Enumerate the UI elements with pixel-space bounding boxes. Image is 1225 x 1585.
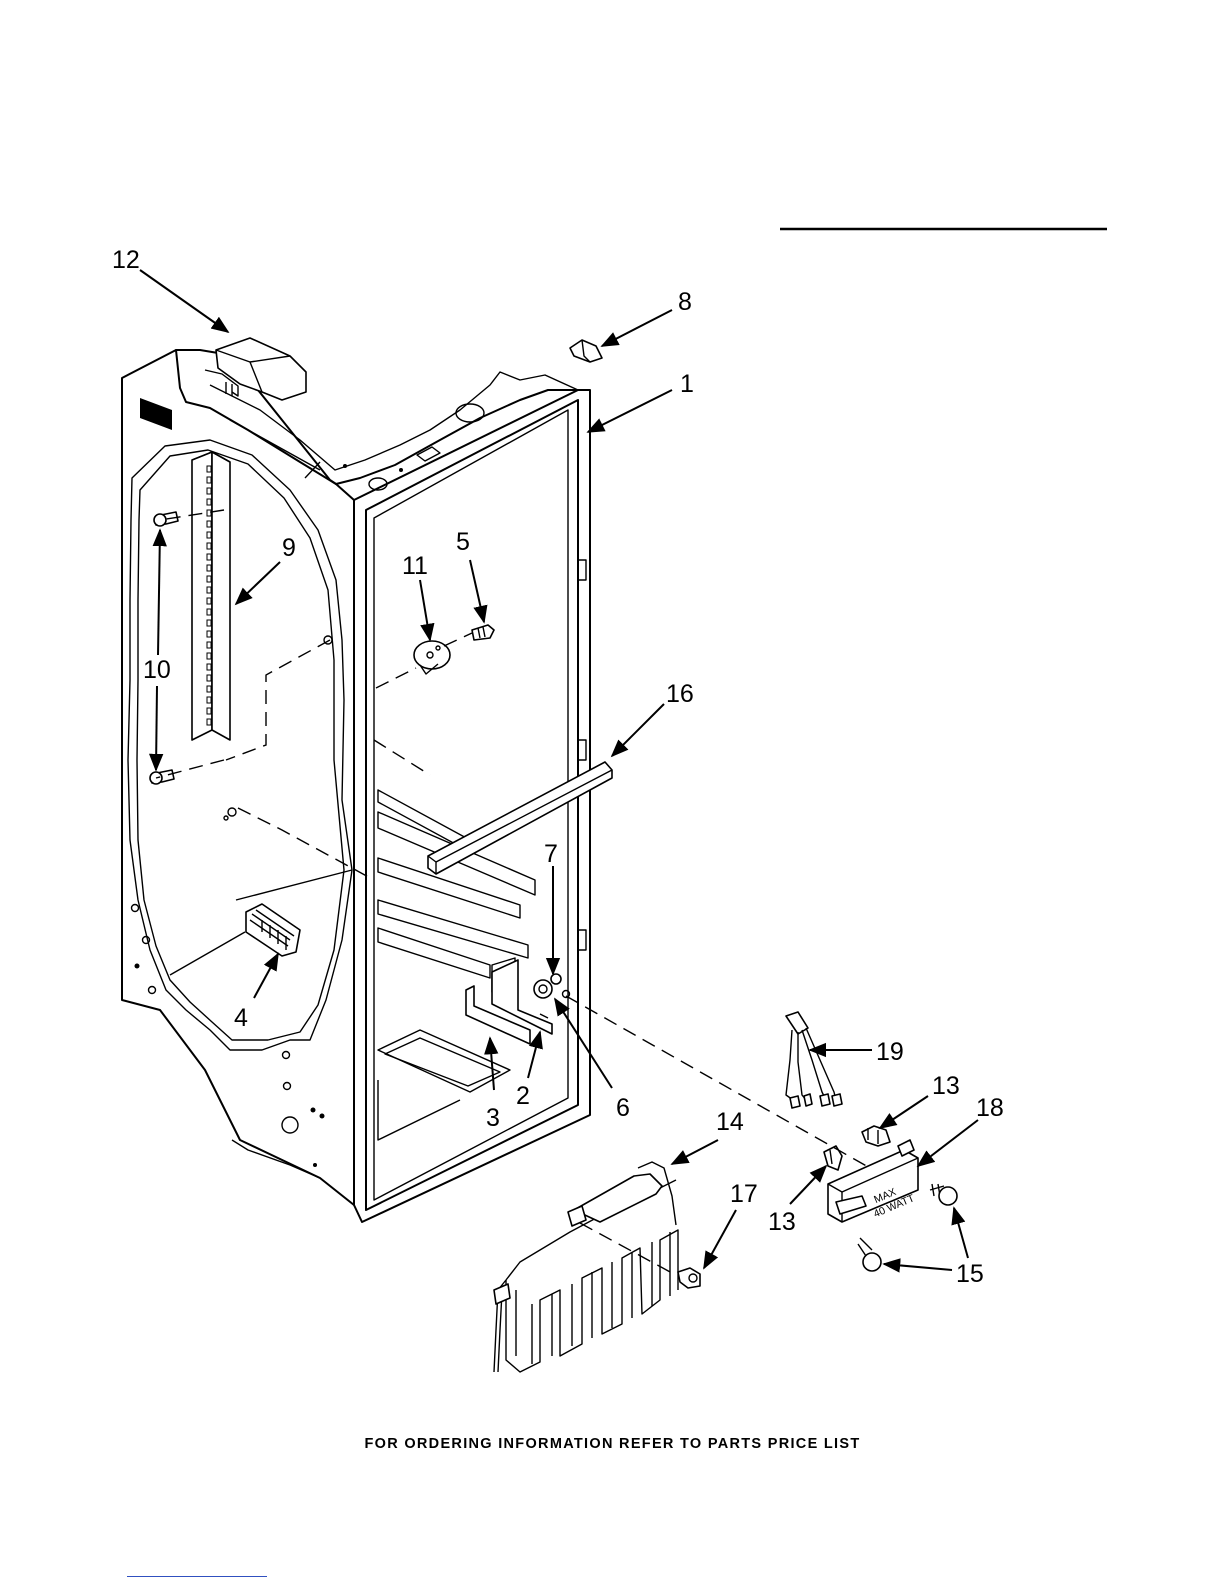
callout-5: 5 <box>456 528 470 556</box>
callout-3: 3 <box>486 1104 500 1132</box>
callout-19: 19 <box>876 1038 904 1066</box>
callout-2: 2 <box>516 1082 530 1110</box>
coil-screw <box>678 1268 700 1288</box>
callout-4: 4 <box>234 1004 248 1032</box>
light-shield <box>466 960 552 1044</box>
callout-8: 8 <box>678 288 692 316</box>
callout-11: 11 <box>402 552 428 580</box>
door-switch-clip <box>570 340 602 362</box>
ordering-info-footer: FOR ORDERING INFORMATION REFER TO PARTS … <box>0 1436 1225 1452</box>
callout-6: 6 <box>616 1094 630 1122</box>
screw-lower <box>150 770 174 784</box>
bottom-link-underline <box>127 1576 267 1577</box>
callout-9: 9 <box>282 534 296 562</box>
knob-screw <box>472 625 494 640</box>
callout-13-lower: 13 <box>768 1208 796 1236</box>
callout-15: 15 <box>956 1260 984 1288</box>
wire-harness <box>786 1012 842 1108</box>
callout-7: 7 <box>544 840 558 868</box>
socket-screw-lower <box>858 1238 881 1271</box>
callout-13-upper: 13 <box>932 1072 960 1100</box>
wire-clip-upper <box>862 1126 890 1146</box>
screw-upper <box>154 512 178 526</box>
callout-10: 10 <box>143 656 171 684</box>
socket-retainer <box>534 974 561 998</box>
wire-clip-lower <box>824 1146 842 1170</box>
assembly-lines <box>156 510 870 1273</box>
callout-14: 14 <box>716 1108 744 1136</box>
shelf-support-bar <box>428 762 612 874</box>
callout-17: 17 <box>730 1180 758 1208</box>
callout-18: 18 <box>976 1094 1004 1122</box>
callout-1: 1 <box>680 370 694 398</box>
callout-leaders <box>140 270 978 1270</box>
evaporator-coil <box>494 1162 678 1372</box>
callout-16: 16 <box>666 680 694 708</box>
callout-12: 12 <box>112 246 140 274</box>
socket-screw-upper <box>930 1184 957 1205</box>
air-vent-grille <box>246 904 300 956</box>
